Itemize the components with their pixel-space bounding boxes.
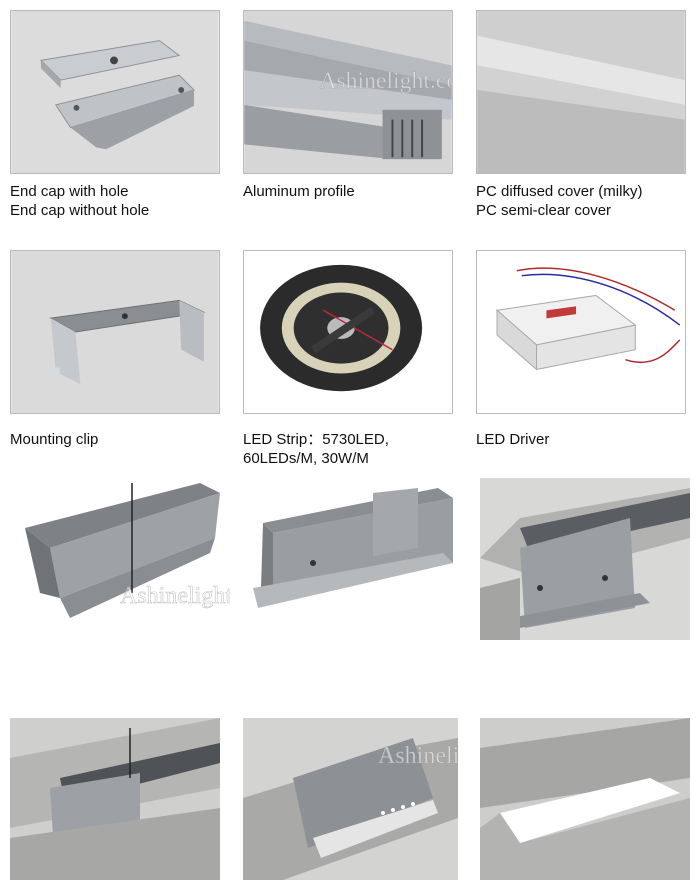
pc-cover-caption: PC diffused cover (milky) PC semi-clear … <box>476 182 642 220</box>
ceiling-slot-lit-render <box>480 718 690 880</box>
end-caps-caption: End cap with hole End cap without hole <box>10 182 149 220</box>
caption-line: PC semi-clear cover <box>476 202 612 219</box>
profile-ceiling-side-render <box>10 718 220 880</box>
profile-in-ceiling-render <box>480 478 690 640</box>
caption-line: Mounting clip <box>10 431 99 448</box>
caption-line: LED Strip：5730LED, <box>243 431 389 448</box>
watermark-text: Ashinelight.com <box>378 743 458 769</box>
led-strip-caption: LED Strip：5730LED, 60LEDs/M, 30W/M <box>243 430 389 468</box>
aluminum-profile-photo: Ashinelight.com <box>243 10 453 174</box>
light-installed-lit-render: Ashinelight.com <box>243 718 458 880</box>
watermark-text: Ashinelight.com <box>319 68 452 94</box>
led-driver-caption: LED Driver <box>476 430 549 449</box>
end-caps-photo <box>10 10 220 174</box>
profile-clip-mounted-render <box>243 478 458 640</box>
mounting-clip-caption: Mounting clip <box>10 430 98 449</box>
caption-line: Aluminum profile <box>243 183 355 200</box>
mounting-clip-photo <box>10 250 220 414</box>
led-strip-photo <box>243 250 453 414</box>
profile-with-clip-render: Ashinelight.com <box>10 478 230 640</box>
caption-line: End cap with hole <box>10 183 129 200</box>
watermark-text: Ashinelight.com <box>120 583 230 609</box>
caption-line: End cap without hole <box>10 202 150 219</box>
aluminum-profile-caption: Aluminum profile <box>243 182 355 201</box>
caption-line: PC diffused cover (milky) <box>476 183 643 200</box>
pc-cover-photo <box>476 10 686 174</box>
caption-line: LED Driver <box>476 431 550 448</box>
led-driver-photo <box>476 250 686 414</box>
caption-line: 60LEDs/M, 30W/M <box>243 450 369 467</box>
